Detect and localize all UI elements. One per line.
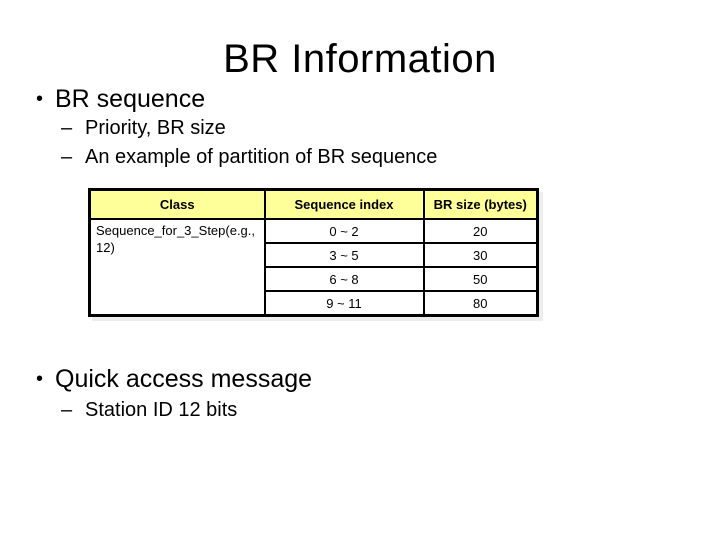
subbullet-label: An example of partition of BR sequence [85,146,438,168]
slide-title: BR Information [223,36,497,81]
dash-icon: – [61,117,73,139]
sequence-index-cell: 6 ~ 8 [263,266,425,292]
table-row: Sequence_for_3_Step(e.g., 12) 0 ~ 2 20 [88,218,539,317]
subbullet-label: Priority, BR size [85,117,226,139]
column-header-sequence-index: Sequence index [263,188,425,220]
sequence-index-cell: 0 ~ 2 [263,218,425,244]
bullet-dot-icon: • [36,88,44,110]
dash-icon: – [61,146,73,168]
br-size-cell: 20 [422,218,539,244]
column-header-class: Class [88,188,266,220]
br-size-cell: 80 [422,290,539,317]
bullet-dot-icon: • [36,368,44,390]
br-partition-table: Class Sequence index BR size (bytes) Seq… [88,188,539,317]
table-row: 9 ~ 11 80 [90,290,539,317]
dash-icon: – [61,399,73,421]
subbullet-station-id: – Station ID 12 bits [61,400,237,420]
sequence-index-cell: 9 ~ 11 [263,290,425,317]
br-size-cell: 50 [422,266,539,292]
table-header-row: Class Sequence index BR size (bytes) [88,188,539,220]
table-row: 3 ~ 5 30 [90,242,539,268]
subbullet-partition-example: – An example of partition of BR sequence [61,147,437,167]
subbullet-priority-br-size: – Priority, BR size [61,118,226,138]
sequence-index-cell: 3 ~ 5 [263,242,425,268]
class-cell: Sequence_for_3_Step(e.g., 12) [88,218,266,317]
br-size-cell: 30 [422,242,539,268]
bullet-item-label: BR sequence [55,85,206,113]
bullet-item-label: Quick access message [55,365,313,393]
bullet-item-quick-access-message: • Quick access message [36,367,312,392]
subbullet-label: Station ID 12 bits [85,399,238,421]
bullet-item-br-sequence: • BR sequence [36,87,205,112]
table-row: 6 ~ 8 50 [90,266,539,292]
column-header-br-size: BR size (bytes) [422,188,539,220]
